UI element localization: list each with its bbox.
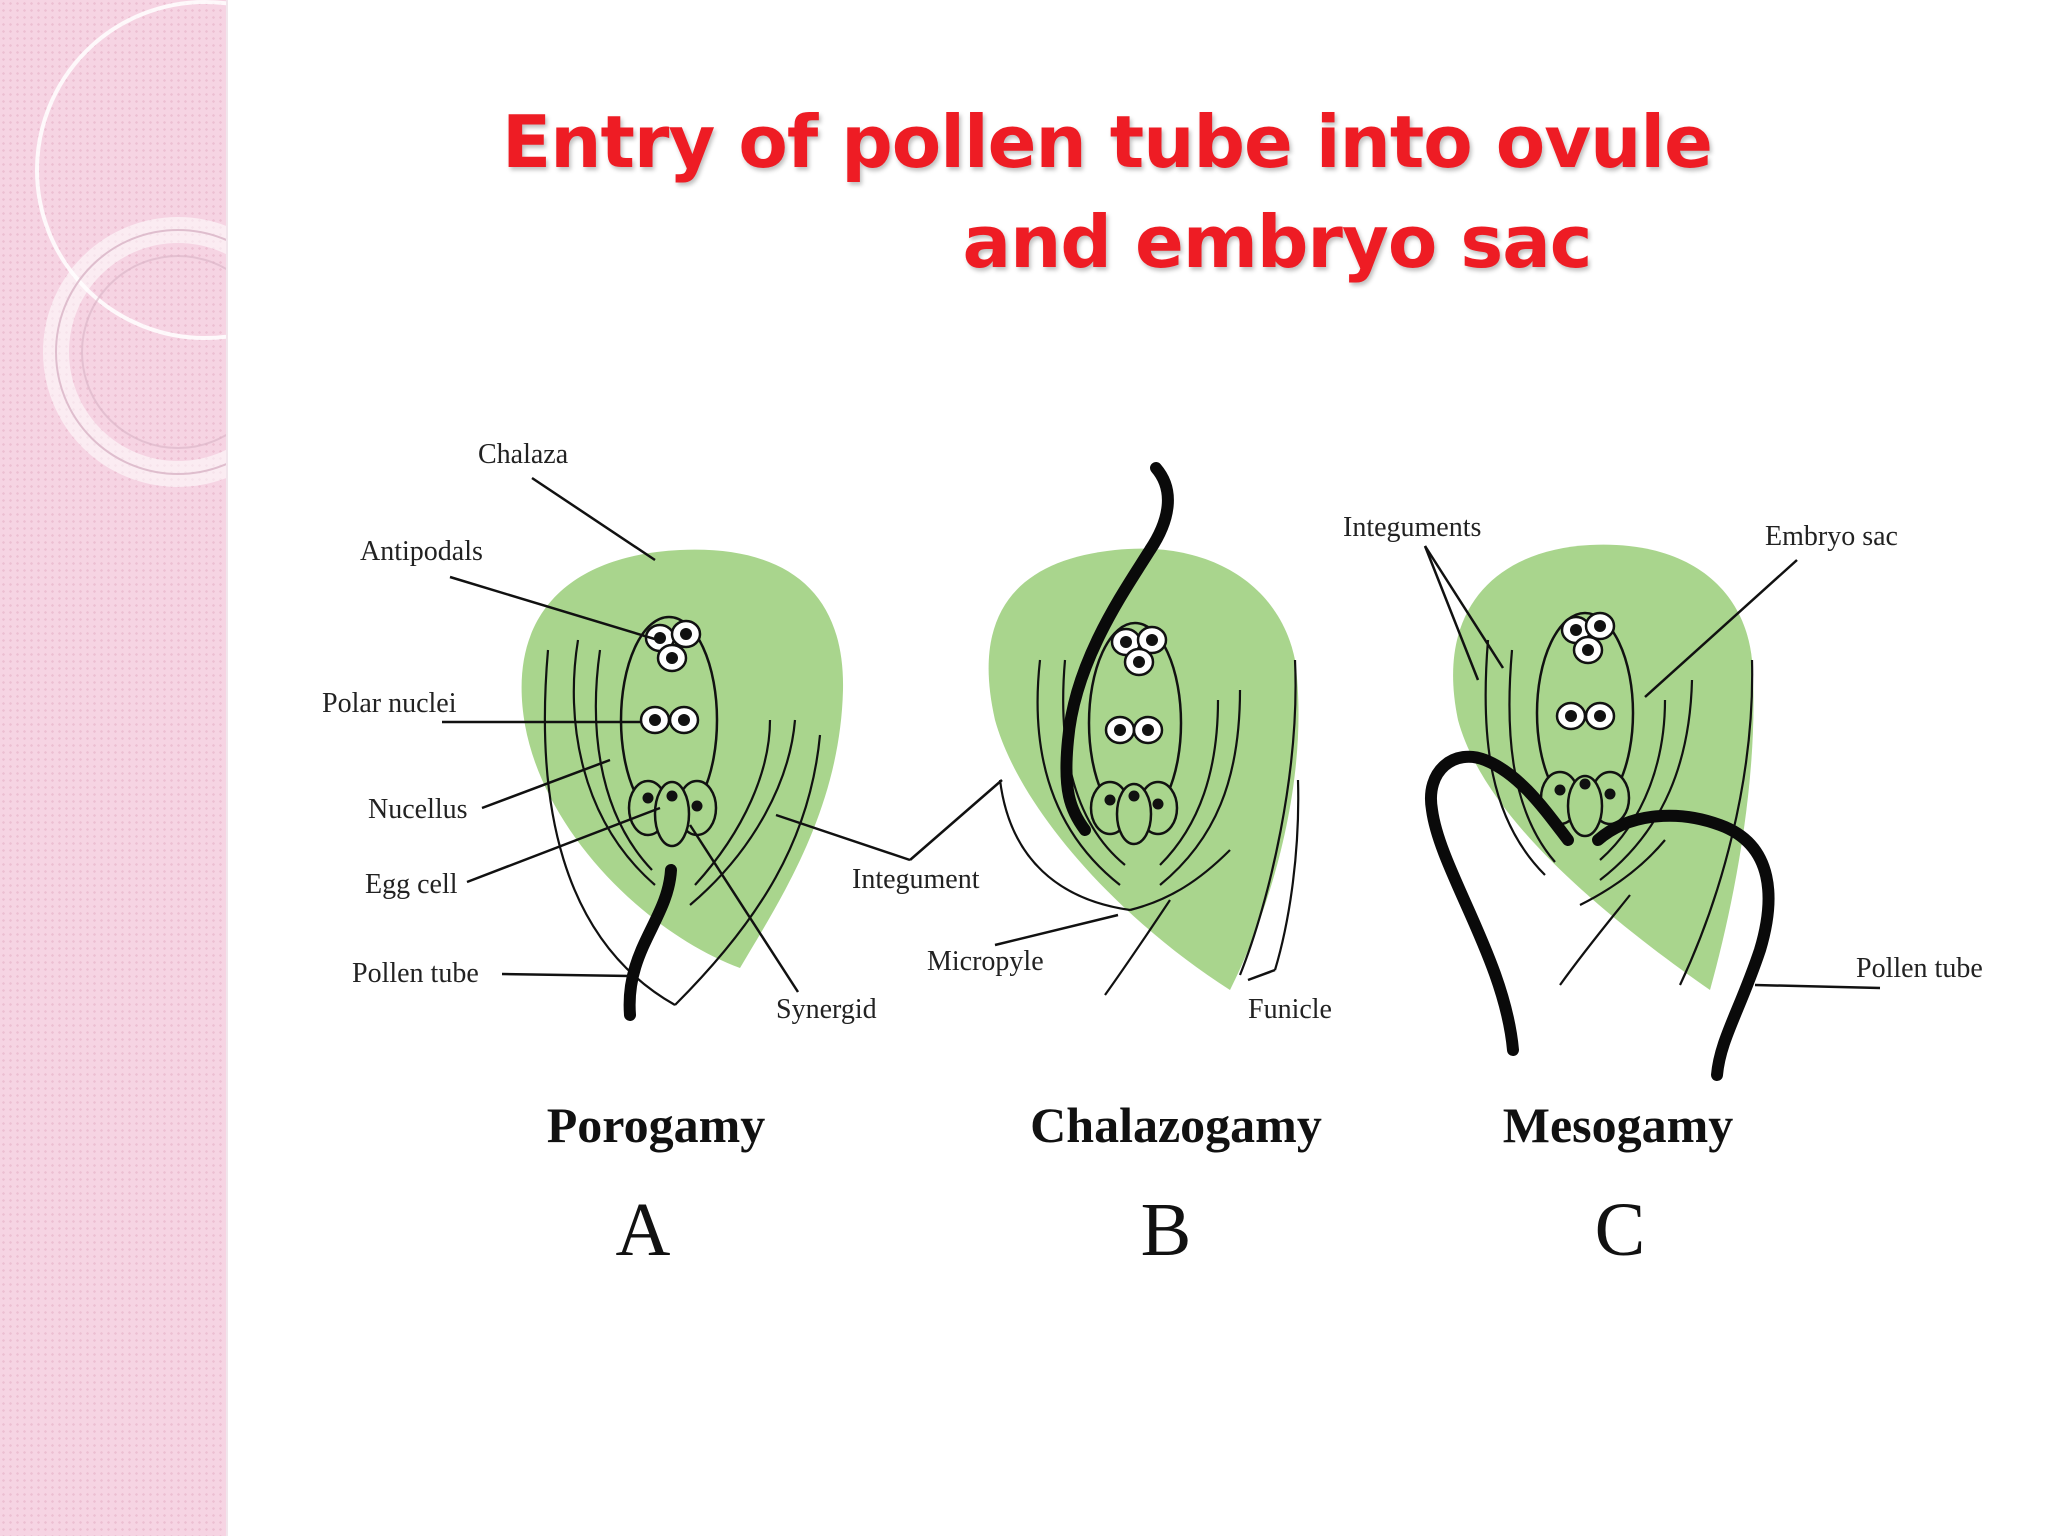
decorative-rings [35, 0, 226, 487]
pollen-tube-c-left [1424, 750, 1574, 1056]
labels-c: Integuments Embryo sac Pollen tube [1343, 512, 1983, 990]
label-egg-cell: Egg cell [365, 869, 458, 900]
method-name-c: Mesogamy [1503, 1097, 1734, 1153]
label-antipodals: Antipodals [360, 536, 483, 567]
title-line-1: Entry of pollen tube into ovule [502, 100, 1713, 184]
label-pollen-tube-c: Pollen tube [1856, 953, 1983, 984]
decorative-sidebar [0, 0, 228, 1536]
method-letter-a: A [616, 1188, 671, 1272]
method-labels: Porogamy A Chalazogamy B Mesogamy C [547, 1097, 1733, 1272]
title-line-2: and embryo sac [962, 200, 1593, 284]
label-pollen-tube-a: Pollen tube [352, 958, 479, 989]
labels-b: Integument Micropyle Funicle [775, 779, 1332, 1025]
pollen-tube-c-right [1592, 809, 1775, 1081]
method-letter-b: B [1141, 1188, 1192, 1272]
pollen-tube-a [623, 864, 677, 1021]
method-letter-c: C [1595, 1188, 1646, 1272]
label-integuments: Integuments [1343, 512, 1481, 543]
ovule-b-outer-integument [998, 779, 1131, 912]
method-name-a: Porogamy [547, 1097, 765, 1153]
funicle-b [1273, 779, 1300, 971]
egg-apparatus-b [1089, 780, 1179, 846]
label-funicle: Funicle [1248, 994, 1332, 1025]
label-polar-nuclei: Polar nuclei [322, 688, 457, 719]
label-micropyle: Micropyle [927, 946, 1044, 977]
egg-apparatus-a [627, 779, 718, 848]
labels-a: Chalaza Antipodals Polar nuclei Nucellus… [322, 439, 877, 1025]
slide-title: Entry of pollen tube into ovule and embr… [226, 92, 2048, 292]
method-name-b: Chalazogamy [1030, 1097, 1322, 1153]
label-integument: Integument [852, 864, 980, 895]
pollen-tube-b [1060, 462, 1174, 836]
label-embryo-sac: Embryo sac [1765, 521, 1898, 552]
label-nucellus: Nucellus [368, 794, 468, 825]
ovule-c-mesogamy [1424, 544, 1775, 1081]
ovule-b-chalazogamy [988, 462, 1300, 996]
label-chalaza: Chalaza [478, 439, 569, 470]
label-synergid: Synergid [776, 994, 877, 1025]
ovule-c-integument-folds [1484, 639, 1694, 986]
ovule-a-porogamy [521, 549, 844, 1021]
